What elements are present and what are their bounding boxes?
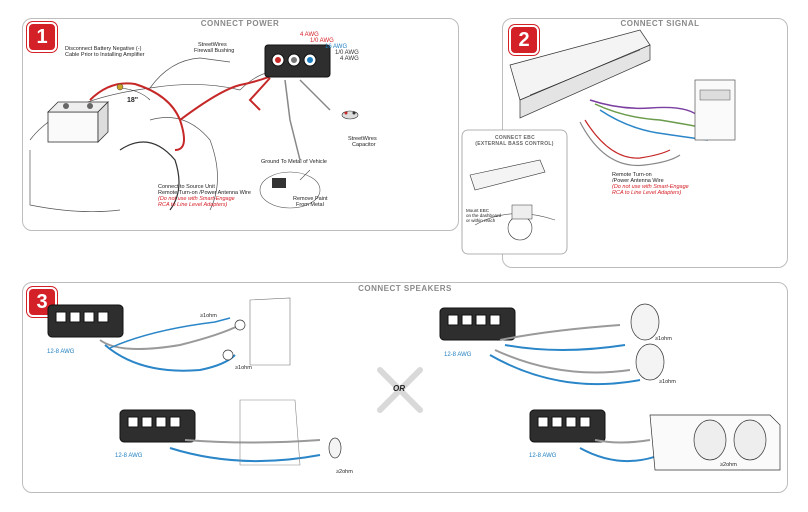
speaker-amp-bottom-left-icon [119, 409, 196, 443]
source-note-1: (Do not use with Smart-Engage [158, 196, 235, 202]
or-label: OR [393, 384, 405, 393]
ebc-dashboard-icon [469, 159, 556, 241]
battery-icon [47, 101, 109, 143]
speaker-amp-top-left-icon [47, 304, 124, 338]
bl-ohm-label: ≥2ohm [336, 469, 353, 475]
tl-speaker-2-icon [222, 349, 234, 361]
capacitor-icon [341, 110, 359, 120]
tr-woofer-2-icon [635, 343, 665, 381]
connect-power-title: CONNECT POWER [200, 19, 280, 28]
ground-detail-icon [259, 169, 321, 209]
bushing-label-2: Firewall Bushing [194, 48, 235, 54]
tl-ohm-label-1: ≥1ohm [200, 313, 217, 319]
bushing-label-1: StreetWires [198, 42, 227, 48]
step-1-badge: 1 [27, 22, 57, 52]
capacitor-label-1: StreetWires [348, 136, 377, 142]
signal-note-2: RCA to Line Level Adapters) [612, 190, 682, 196]
tr-woofer-1-icon [630, 303, 660, 341]
signal-remote-label-1: Remote Turn-on [612, 172, 652, 178]
remove-paint-label-2: From Metal [296, 202, 324, 208]
distance-label: 18" [127, 97, 139, 104]
source-unit-label: Connect to Source Unit [158, 184, 215, 190]
signal-remote-label-2: /Power Antenna Wire [612, 178, 664, 184]
remote-turn-on-label: Remote Turn-on /Power Antenna Wire [158, 190, 251, 196]
ebc-mount-label-2: on the dashboard [466, 213, 502, 218]
ground-label: Ground To Metal of Vehicle [261, 159, 327, 165]
remove-paint-label-1: Remove Paint [293, 196, 328, 202]
awg-1-0-label-bottom: 1/0 AWG [335, 50, 359, 56]
awg-16-label: 16 AWG [325, 44, 348, 50]
speaker-amp-top-right-icon [439, 307, 516, 341]
head-unit-icon [694, 79, 736, 141]
disconnect-label-2: Cable Prior to Installing Amplifier [65, 52, 145, 58]
connect-signal-title: CONNECT SIGNAL [620, 19, 700, 28]
tl-awg-label: 12-8 AWG [47, 349, 75, 355]
bl-awg-label: 12-8 AWG [115, 453, 143, 459]
disconnect-label-1: Disconnect Battery Negative (-) [65, 46, 142, 52]
bl-seat-icon [239, 399, 301, 466]
subwoofer-box-icon [649, 414, 781, 471]
ebc-inset [461, 129, 568, 255]
ebc-mount-label-3: or within reach [466, 218, 496, 223]
amplifier-icon [264, 44, 331, 78]
connect-speakers-title: CONNECT SPEAKERS [358, 284, 452, 293]
or-divider-icon [377, 367, 423, 413]
source-note-2: RCA to Line Level Adapters) [158, 202, 228, 208]
awg-4-label-top: 4 AWG [300, 32, 319, 38]
step-2-badge: 2 [509, 25, 539, 55]
br-ohm-label: ≥2ohm [720, 462, 737, 468]
awg-1-0-label-top: 1/0 AWG [310, 38, 334, 44]
speaker-amp-bottom-right-icon [529, 409, 606, 443]
br-awg-label: 12-8 AWG [529, 453, 557, 459]
tr-ohm-label-1: ≥1ohm [655, 336, 672, 342]
capacitor-label-2: Capacitor [352, 142, 376, 148]
tl-speaker-1-icon [234, 319, 246, 331]
ebc-title-1: CONNECT EBC [495, 135, 535, 141]
bl-speaker-icon [328, 437, 342, 459]
tl-ohm-label-2: ≥1ohm [235, 365, 252, 371]
tr-ohm-label-2: ≥1ohm [659, 379, 676, 385]
awg-4-label-bottom: 4 AWG [340, 56, 359, 62]
signal-note-1: (Do not use with Smart-Engage [612, 184, 689, 190]
ebc-mount-label-1: Mount EBC [466, 208, 490, 213]
signal-amplifier-icon [509, 29, 651, 119]
tr-awg-label: 12-8 AWG [444, 352, 472, 358]
ebc-title-2: (EXTERNAL BASS CONTROL) [475, 141, 554, 147]
